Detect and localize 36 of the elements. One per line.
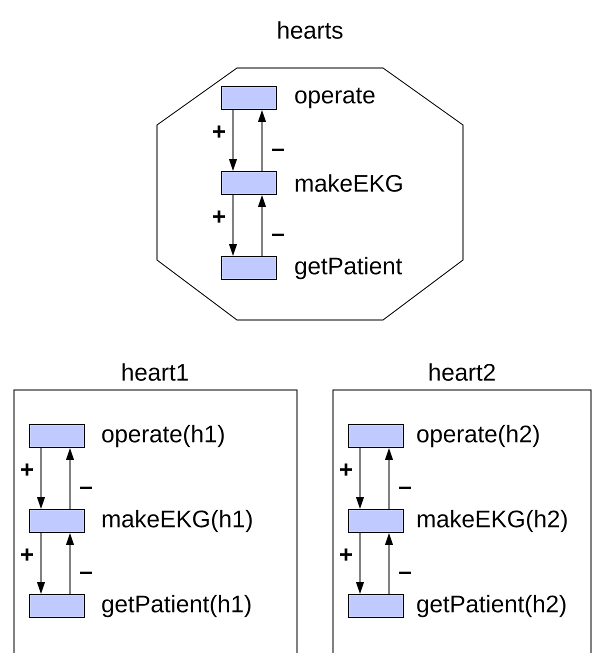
edge-label: + (340, 548, 352, 561)
box-label: operate (295, 88, 375, 108)
box-label: makeEKG (296, 174, 402, 192)
process-box (348, 594, 404, 618)
edge-label: + (21, 548, 34, 561)
edge-label: + (340, 463, 352, 476)
octagon-frame (156, 68, 464, 320)
process-box (221, 171, 277, 195)
box-label: getPatient (295, 256, 402, 280)
process-box (29, 594, 85, 618)
edge-label: – (80, 486, 92, 490)
box-label: getPatient(h2) (417, 594, 566, 618)
frame-box (332, 390, 592, 653)
edge-label: + (213, 125, 226, 138)
frame-title: heart1 (122, 363, 188, 381)
process-box (221, 256, 277, 280)
frame-box (14, 390, 298, 653)
edge-label: – (272, 148, 284, 152)
edge-label: – (399, 486, 411, 490)
edge-label: – (80, 572, 92, 574)
box-label: makeEKG(h2) (418, 510, 567, 532)
box-label: operate(h1) (102, 424, 224, 448)
box-label: operate(h2) (417, 424, 539, 448)
edge-label: – (399, 572, 411, 574)
frame-title: hearts (278, 21, 342, 39)
edge-label: + (213, 210, 226, 223)
process-box (29, 424, 85, 448)
edge-label: + (21, 463, 34, 476)
edge-label: – (272, 234, 284, 236)
frame-title: heart2 (430, 363, 495, 381)
process-box (348, 424, 404, 448)
process-box (29, 509, 85, 533)
box-label: getPatient(h1) (102, 594, 250, 618)
process-box (221, 86, 277, 110)
box-label: makeEKG(h1) (102, 510, 252, 532)
process-box (348, 509, 404, 533)
